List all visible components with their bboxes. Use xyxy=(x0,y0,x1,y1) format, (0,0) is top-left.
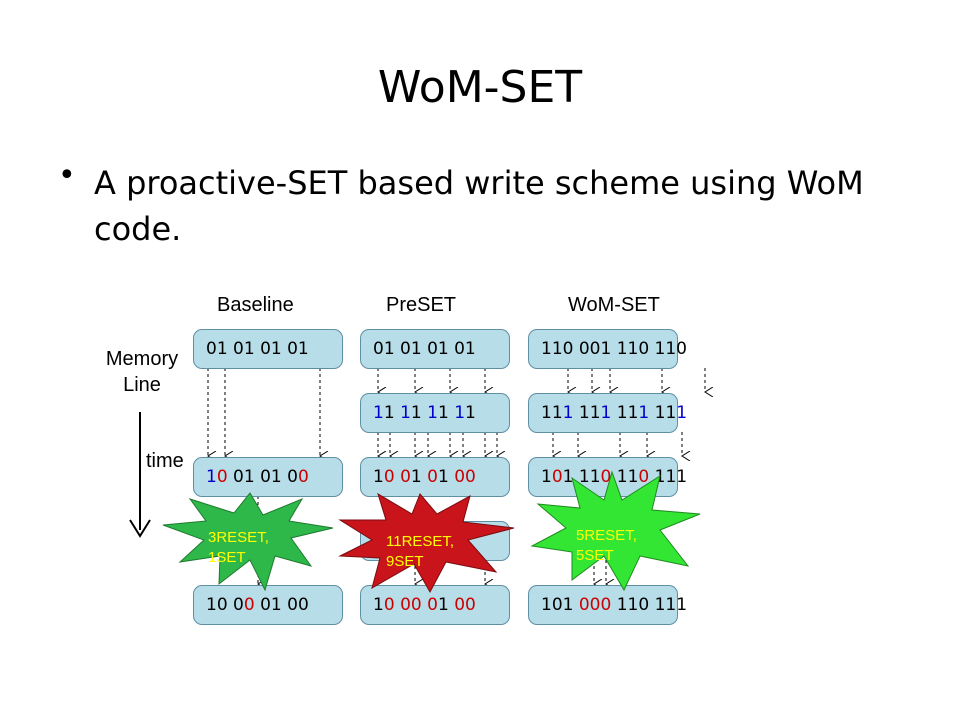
bit-segment: 110 111 xyxy=(611,595,688,615)
memory-box: 01 01 01 01 xyxy=(360,329,510,369)
bit-segment: 01 00 xyxy=(254,595,309,615)
bit-segment: 1 xyxy=(373,403,384,423)
bit-segment: 11 xyxy=(541,403,563,423)
bit-segment: 0 xyxy=(216,467,228,487)
memory-line-label: Memory Line xyxy=(105,348,179,396)
bit-segment: 0 xyxy=(383,595,395,615)
bit-segment: 1 xyxy=(373,467,384,487)
bit-segment: 0 xyxy=(465,595,476,615)
bit-segment: 1 xyxy=(383,403,401,423)
column-label-baseline: Baseline xyxy=(217,294,294,316)
bit-segment: 1 xyxy=(600,403,612,423)
bit-segment: 1 xyxy=(562,403,574,423)
bit-segment: 1 xyxy=(454,403,466,423)
memory-box: 10 00 01 00 xyxy=(193,585,343,625)
bit-segment: 111 xyxy=(649,467,688,487)
memory-box: 110 001 110 110 xyxy=(528,329,687,369)
bit-segment: 0 xyxy=(243,595,255,615)
memory-box: 11 11 11 11 xyxy=(360,393,510,433)
bit-segment: 0 xyxy=(427,467,438,487)
bit-segment: 10 0 xyxy=(206,595,244,615)
memory-box: 10 00 01 00 xyxy=(360,585,510,625)
time-arrowhead xyxy=(129,519,151,538)
memory-box: 111 111 111 111 xyxy=(528,393,687,433)
bit-segment: 0 xyxy=(400,467,411,487)
bit-segment: 1 xyxy=(410,467,428,487)
bit-segment: 1 xyxy=(541,467,552,487)
bit-segment: 1 xyxy=(373,595,384,615)
bit-segment: 0 xyxy=(454,595,466,615)
bit-segment: 01 01 01 01 xyxy=(373,339,476,359)
time-label: time xyxy=(146,450,184,472)
bit-segment: 0 xyxy=(410,595,422,615)
burst-womset xyxy=(530,470,701,592)
bit-segment: 0 xyxy=(454,467,466,487)
memory-box: 101 110 110 111 xyxy=(528,457,687,497)
bit-segment: 1 xyxy=(437,595,455,615)
bit-segment: 101 xyxy=(541,595,579,615)
bit-segment: 0 xyxy=(427,595,438,615)
burst-preset xyxy=(338,492,515,594)
bit-segment: 1 xyxy=(400,403,411,423)
bit-segment: 0 xyxy=(465,467,476,487)
bit-segment: 1 xyxy=(427,403,438,423)
bit-segment: 0 xyxy=(551,467,563,487)
bit-segment: 0 xyxy=(400,595,411,615)
bit-segment: 1 xyxy=(437,467,455,487)
bit-segment: 1 11 xyxy=(562,467,601,487)
memory-box: 01 01 01 01 xyxy=(193,329,343,369)
bit-segment: 0 xyxy=(638,467,650,487)
burst-label-preset: 11RESET, 9SET xyxy=(386,533,455,570)
bit-segment: 1 xyxy=(676,403,688,423)
burst-baseline xyxy=(162,492,334,592)
burst-label-womset: 5RESET, 5SET xyxy=(576,527,637,564)
bit-segment: 1 xyxy=(437,403,455,423)
memory-box: 10 01 01 00 xyxy=(360,457,510,497)
memory-box: 101 000 110 111 xyxy=(528,585,687,625)
slide-title: WoM-SET xyxy=(377,62,583,113)
bit-segment: 1 xyxy=(410,403,428,423)
column-label-preset: PreSET xyxy=(386,294,457,316)
bit-segment: 0 xyxy=(383,467,395,487)
bit-segment: 000 xyxy=(578,595,612,615)
bullet-dot: • xyxy=(58,158,76,193)
bit-segment: 11 xyxy=(649,403,677,423)
bit-segment: 1 xyxy=(206,467,217,487)
bit-segment: 1 xyxy=(465,403,476,423)
bit-segment: 11 xyxy=(573,403,601,423)
bit-segment: 1 xyxy=(638,403,650,423)
bit-segment: 0 xyxy=(297,467,309,487)
column-label-womset: WoM-SET xyxy=(568,294,660,316)
bit-segment: 11 xyxy=(611,467,639,487)
bullet-text: A proactive-SET based write scheme using… xyxy=(94,164,864,248)
bit-segment: 110 001 110 110 xyxy=(541,339,688,359)
bit-segment: 01 01 0 xyxy=(227,467,298,487)
bit-segment: 01 01 01 01 xyxy=(206,339,309,359)
bit-segment: 11 xyxy=(611,403,639,423)
burst-label-baseline: 3RESET, 1SET xyxy=(208,529,269,566)
memory-box: 10 01 01 00 xyxy=(193,457,343,497)
bit-segment: 0 xyxy=(600,467,612,487)
